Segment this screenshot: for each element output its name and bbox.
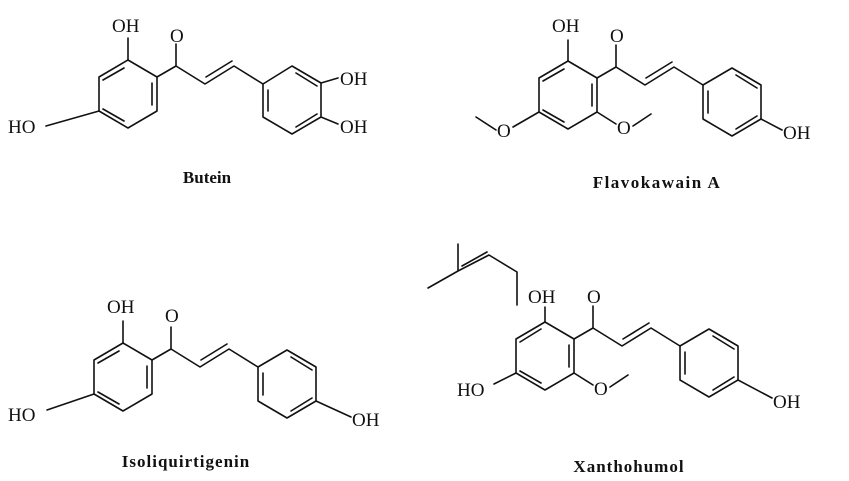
butein-chain: [127, 37, 264, 85]
xanthohumol-o-bottom: O: [594, 379, 608, 400]
xanthohumol-ring-b: [679, 328, 739, 398]
xanthohumol-methoxy-bottom: [573, 372, 629, 388]
butein-ring-b: [262, 65, 322, 135]
butein-oh-right-top: OH: [340, 69, 368, 90]
butein-structure: OH O HO OH OH Butein: [8, 16, 368, 187]
flavokawain-ring-a: [538, 60, 598, 130]
isoliquirtigenin-oh-top: OH: [107, 297, 135, 318]
butein-ho-left: HO: [8, 117, 35, 138]
butein-name: Butein: [183, 168, 232, 187]
flavokawain-o-left: O: [497, 121, 511, 142]
flavokawain-methoxy-left: [475, 111, 540, 131]
flavokawain-name: Flavokawain A: [593, 173, 722, 192]
xanthohumol-ring-a: [515, 321, 575, 391]
isoliquirtigenin-chain: [122, 320, 259, 368]
xanthohumol-oh-top: OH: [528, 287, 556, 308]
xanthohumol-o-carbonyl: O: [587, 287, 601, 308]
isoliquirtigenin-ho-left: HO: [8, 405, 35, 426]
butein-oh-right-bottom: OH: [340, 117, 368, 138]
flavokawain-ring-a-double-bonds: [542, 68, 593, 123]
isoliquirtigenin-o-carbonyl: O: [165, 306, 179, 327]
butein-ring-b-double-bonds: [267, 72, 318, 128]
isoliquirtigenin-oh-right: OH: [352, 410, 380, 431]
flavokawain-chain: [567, 39, 704, 86]
xanthohumol-prenyl-chain: [427, 243, 518, 306]
isoliquirtigenin-structure: OH O HO OH Isoliquirtigenin: [8, 297, 380, 471]
flavokawain-o-bottom: O: [617, 118, 631, 139]
xanthohumol-oh-bond: [737, 379, 773, 399]
xanthohumol-ring-b-double-bonds: [684, 335, 735, 391]
butein-ring-a: [98, 59, 158, 129]
isoliquirtigenin-ring-a-double-bonds: [97, 350, 148, 405]
flavokawain-ring-b-double-bonds: [707, 74, 758, 130]
butein-ring-b-oh-bonds: [320, 77, 339, 125]
xanthohumol-ho-left: HO: [457, 380, 484, 401]
butein-ho-bond: [45, 110, 100, 127]
flavokawain-oh-top: OH: [552, 16, 580, 37]
isoliquirtigenin-oh-bond: [315, 400, 352, 418]
xanthohumol-ring-a-double-bonds: [519, 328, 570, 384]
xanthohumol-name: Xanthohumol: [573, 457, 684, 476]
butein-ring-a-double-bonds: [102, 67, 153, 122]
isoliquirtigenin-name: Isoliquirtigenin: [122, 452, 250, 471]
flavokawain-ring-b: [702, 67, 762, 137]
flavokawain-a-structure: OH O O O OH Flavokawain A: [475, 16, 811, 192]
xanthohumol-chain: [544, 305, 681, 347]
isoliquirtigenin-ring-b-double-bonds: [262, 356, 313, 412]
xanthohumol-ho-bond: [493, 372, 517, 385]
xanthohumol-oh-right: OH: [773, 392, 801, 413]
flavokawain-oh-right: OH: [783, 123, 811, 144]
xanthohumol-structure: OH O HO O OH Xanthohumol: [427, 243, 801, 476]
flavokawain-methoxy-bottom: [596, 111, 652, 127]
flavokawain-o-carbonyl: O: [610, 26, 624, 47]
isoliquirtigenin-ring-b: [257, 349, 317, 419]
isoliquirtigenin-ring-a: [93, 342, 153, 412]
butein-oh-top: OH: [112, 16, 140, 37]
butein-o-carbonyl: O: [170, 26, 184, 47]
isoliquirtigenin-ho-bond: [46, 393, 95, 411]
flavokawain-oh-bond: [760, 118, 783, 131]
